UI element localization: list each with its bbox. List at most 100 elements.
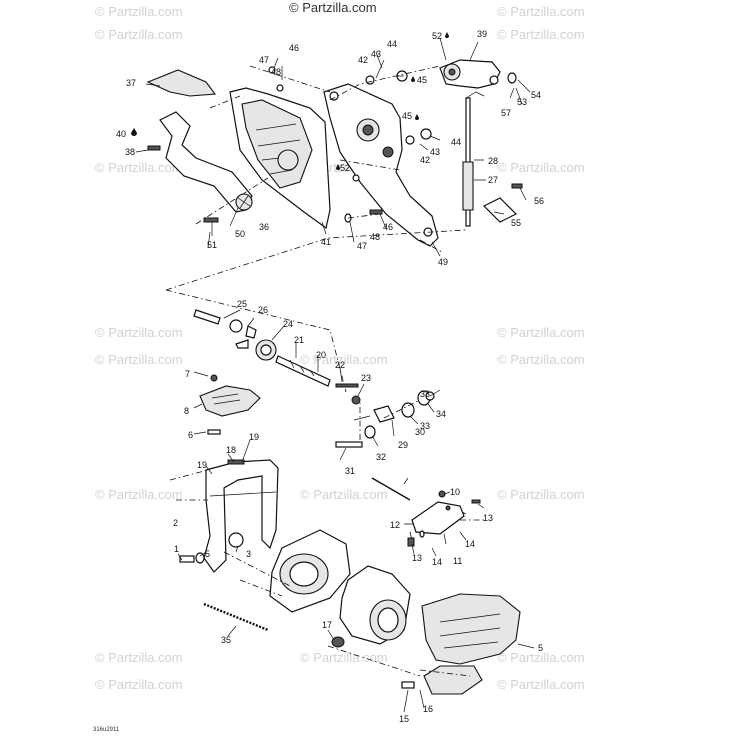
part-label: 54 (531, 90, 542, 100)
part-label: 39 (477, 29, 488, 39)
watermark: © Partzilla.com (95, 160, 183, 175)
part-bolt (147, 145, 161, 151)
part-label: 11 (453, 556, 463, 566)
part-label: 34 (436, 409, 447, 419)
part-label: 25 (237, 299, 248, 309)
part-return-spring (203, 602, 269, 632)
part-label: 45 (417, 75, 428, 85)
part-label: 40 (116, 129, 127, 139)
watermark: © Partzilla.com (497, 487, 585, 502)
watermark: © Partzilla.com (497, 352, 585, 367)
part-label: 26 (258, 305, 269, 315)
part-label: 53 (517, 97, 528, 107)
part-pivot-bracket (411, 501, 465, 535)
part-cover-plate (482, 197, 518, 223)
part-reverse-gate (423, 665, 483, 695)
watermark: © Partzilla.com (95, 487, 183, 502)
part-label: 57 (501, 108, 512, 118)
diagram-reference: 316u2911 (93, 727, 120, 733)
watermark: © Partzilla.com (300, 487, 388, 502)
part-label: 45 (402, 111, 413, 121)
part-label: 17 (322, 620, 333, 630)
part-label: 42 (420, 155, 431, 165)
part-label: 19 (249, 432, 260, 442)
part-label: 3 (246, 549, 252, 559)
part-label: 20 (316, 350, 327, 360)
part-label: 15 (399, 714, 410, 724)
part-label: 48 (370, 232, 381, 242)
part-label: 44 (387, 39, 398, 49)
part-label: 7 (185, 369, 191, 379)
lubricant-drop-icon (411, 76, 415, 82)
part-label: 42 (358, 55, 369, 65)
part-label: 23 (361, 373, 372, 383)
part-label: 41 (321, 237, 332, 247)
lubricant-drop-icon (445, 32, 449, 38)
part-label: 52 (340, 163, 351, 173)
part-deflector (421, 593, 521, 665)
part-label: 5 (538, 643, 544, 653)
part-label: 31 (345, 466, 356, 476)
lubricant-drop-icon (131, 128, 137, 136)
watermark: © Partzilla.com (95, 4, 183, 19)
part-frame-bracket (203, 459, 279, 573)
part-label: 47 (259, 55, 270, 65)
part-mount-bracket (199, 385, 261, 417)
part-label: 35 (221, 635, 232, 645)
part-label: 28 (488, 156, 499, 166)
part-label: 33 (420, 389, 431, 399)
part-heat-shield (146, 69, 217, 97)
watermark: © Partzilla.com (497, 27, 585, 42)
part-label: 10 (450, 487, 461, 497)
part-label: 48 (271, 67, 282, 77)
part-label: 13 (412, 553, 423, 563)
watermark: © Partzilla.com (95, 352, 183, 367)
part-label: 18 (226, 445, 237, 455)
watermark: © Partzilla.com (95, 27, 183, 42)
part-label: 32 (376, 452, 387, 462)
part-label: 27 (488, 175, 499, 185)
part-label: 8 (184, 406, 190, 416)
part-label: 44 (451, 137, 462, 147)
watermark: © Partzilla.com (497, 650, 585, 665)
watermark: © Partzilla.com (95, 677, 183, 692)
part-label: 47 (357, 241, 368, 251)
watermark: © Partzilla.com (300, 352, 388, 367)
copyright-text: © Partzilla.com (289, 0, 377, 15)
part-label: 49 (438, 257, 449, 267)
part-label: 16 (423, 704, 434, 714)
part-label: 14 (465, 539, 476, 549)
part-label: 1 (174, 544, 180, 554)
part-label: 43 (371, 49, 382, 59)
part-pivot-pin (193, 309, 221, 325)
part-mounting-plate (323, 83, 439, 247)
part-label: 13 (483, 513, 494, 523)
part-label: 24 (283, 319, 294, 329)
part-label: 55 (511, 218, 522, 228)
part-label: 5 (205, 549, 211, 559)
part-label: 51 (207, 240, 218, 250)
watermark: © Partzilla.com (497, 160, 585, 175)
part-label: 22 (335, 360, 346, 370)
lubricant-drop-icon (415, 114, 419, 120)
watermark: © Partzilla.com (497, 677, 585, 692)
part-label: 12 (390, 520, 401, 530)
watermark: © Partzilla.com (497, 4, 585, 19)
part-label: 6 (188, 430, 194, 440)
watermark: © Partzilla.com (497, 325, 585, 340)
watermark: © Partzilla.com (95, 325, 183, 340)
part-label: 2 (173, 518, 179, 528)
part-label: 50 (235, 229, 246, 239)
part-label: 19 (197, 460, 208, 470)
part-label: 33 (420, 421, 431, 431)
watermark: © Partzilla.com (95, 650, 183, 665)
part-label: 36 (259, 222, 270, 232)
lubricant-drop-icon (336, 164, 340, 170)
part-label: 38 (125, 147, 136, 157)
part-label: 56 (534, 196, 545, 206)
part-label: 46 (383, 222, 394, 232)
part-label: 37 (126, 78, 137, 88)
part-label: 14 (432, 557, 443, 567)
watermark: © Partzilla.com (300, 650, 388, 665)
